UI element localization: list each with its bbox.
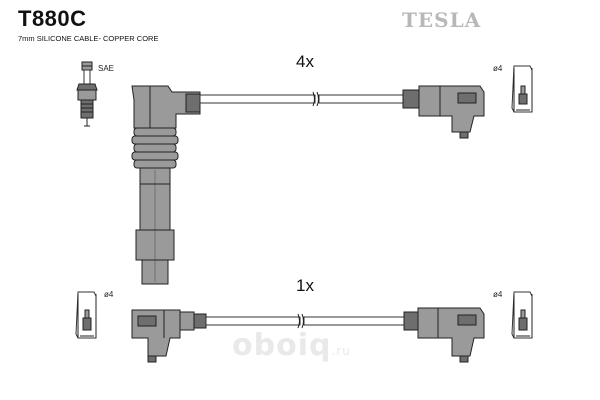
spark-plug-icon (76, 61, 98, 127)
sae-label: SAE (98, 64, 115, 73)
cable-bottom-1x (131, 307, 485, 363)
watermark-main: oboiq (232, 328, 332, 363)
ribbed-boot (131, 127, 179, 169)
terminal-icon-bottom-right (511, 291, 533, 339)
diameter-label-bottom-left: ø4 (104, 290, 114, 299)
terminal-icon-bottom-left (75, 291, 97, 339)
quantity-bottom: 1x (296, 276, 314, 295)
diameter-label-bottom-right: ø4 (493, 290, 503, 299)
brand-logo: TESLA (402, 8, 482, 32)
part-number: T880C (18, 6, 87, 31)
diameter-label-top-right: ø4 (493, 64, 503, 73)
watermark: oboiq.ru (232, 328, 351, 363)
terminal-icon-top-right (511, 65, 533, 113)
cable-spec: 7mm SILICONE CABLE- COPPER CORE (18, 34, 159, 43)
watermark-tld: .ru (331, 344, 351, 358)
quantity-top: 4x (296, 52, 314, 71)
cable-top-4x (131, 85, 485, 285)
